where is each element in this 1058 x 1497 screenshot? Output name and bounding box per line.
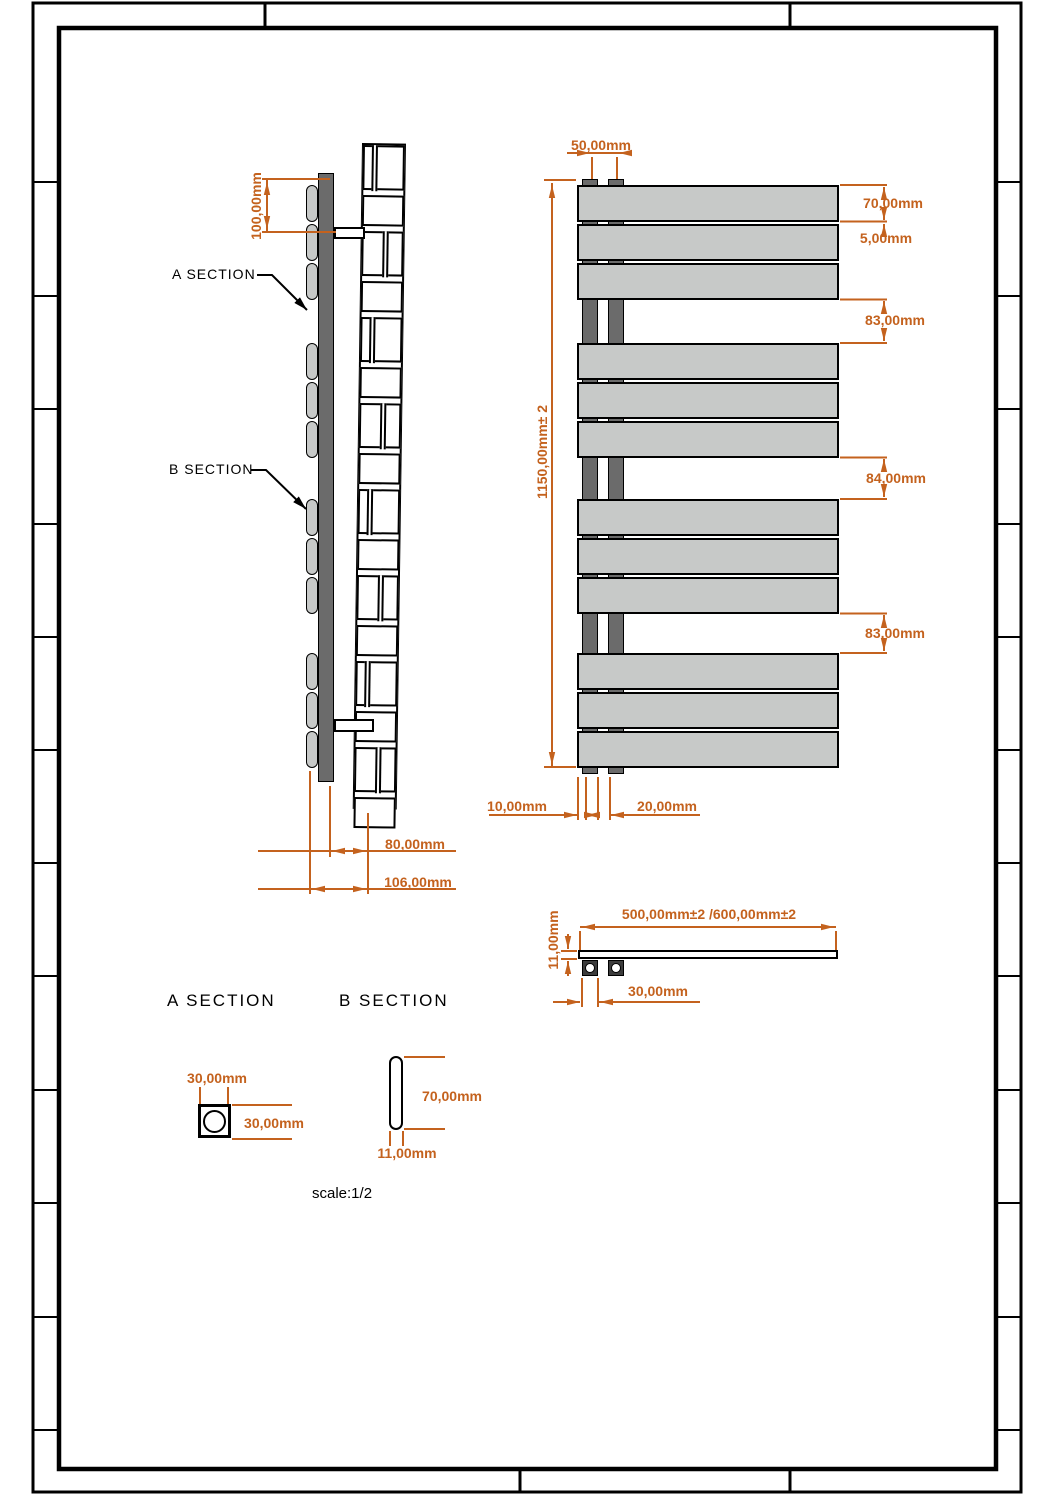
wall-brick: [361, 195, 405, 227]
b-section-detail: [389, 1056, 403, 1130]
scale-note: scale:1/2: [312, 1185, 373, 1202]
side-panel: [306, 185, 318, 222]
dim-a-detail-width: 30,00mm: [187, 1070, 247, 1086]
heading-b-section: B SECTION: [339, 991, 449, 1010]
dim-b-detail-height: 70,00mm: [422, 1088, 482, 1104]
front-panel: [577, 421, 839, 458]
brick-joint: [364, 660, 371, 707]
front-panel: [577, 653, 839, 690]
dim-top-view-thickness: 11,00mm: [545, 910, 561, 970]
side-panel: [306, 343, 318, 380]
wall-brick: [357, 488, 401, 535]
wall-section: [352, 143, 406, 829]
wall-bracket-top: [334, 227, 365, 239]
side-panel: [306, 224, 318, 261]
wall-bracket-bottom: [334, 719, 374, 732]
wall-brick: [353, 746, 397, 793]
brick-joint: [382, 230, 389, 277]
front-panel: [577, 343, 839, 380]
dim-depth-to-wall: 80,00mm: [385, 836, 445, 852]
side-panel: [306, 421, 318, 458]
heading-a-section: A SECTION: [167, 991, 276, 1010]
wall-brick: [356, 574, 399, 621]
wall-brick: [355, 660, 398, 707]
a-section-bore-icon: [203, 1109, 226, 1133]
top-view-pipe-left: [582, 960, 598, 976]
front-panel: [577, 185, 839, 222]
front-panel: [577, 538, 839, 575]
dim-panel-height: 70,00mm: [863, 195, 923, 211]
brick-joint: [368, 316, 376, 363]
side-panel: [306, 538, 318, 575]
front-panel: [577, 263, 839, 300]
dimension-lines: [199, 149, 888, 1146]
callout-a-section: A SECTION: [172, 266, 256, 282]
dim-group-gap-bottom: 83,00mm: [865, 625, 925, 641]
callout-leaders: [251, 274, 308, 510]
brick-joint: [366, 488, 374, 535]
brick-joint: [379, 402, 387, 449]
side-panel: [306, 263, 318, 300]
side-panel: [306, 692, 318, 729]
brick-joint: [374, 746, 382, 793]
front-panel: [577, 382, 839, 419]
pipe-bore-icon: [611, 963, 621, 973]
dim-panel-gap: 5,00mm: [859, 230, 913, 246]
front-panel: [577, 499, 839, 536]
dim-pipe-spacing: 50,00mm: [571, 137, 631, 153]
dim-a-detail-height: 30,00mm: [244, 1115, 304, 1131]
front-panel: [577, 577, 839, 614]
top-view-panel: [578, 950, 838, 959]
top-view-pipe-right: [608, 960, 624, 976]
side-panel: [306, 653, 318, 690]
front-panel: [577, 692, 839, 729]
side-panel: [306, 577, 318, 614]
wall-brick: [359, 366, 402, 399]
front-panel: [577, 731, 839, 768]
pipe-bore-icon: [585, 963, 595, 973]
dim-side-top-offset: 100,00mm: [248, 172, 264, 240]
dim-b-detail-width: 11,00mm: [377, 1145, 437, 1161]
wall-brick: [359, 316, 403, 363]
brick-joint: [377, 574, 384, 621]
dim-bottom-offset-right: 20,00mm: [637, 798, 697, 814]
sheet-frame: [31, 1, 1023, 1494]
dim-width-variants: 500,00mm±2 /600,00mm±2: [621, 906, 797, 922]
brick-joint: [371, 144, 378, 191]
wall-brick: [353, 796, 396, 829]
a-section-detail: [198, 1104, 231, 1138]
front-panel: [577, 224, 839, 261]
wall-brick: [357, 538, 400, 571]
wall-brick: [361, 230, 404, 277]
dim-group-gap-top: 83,00mm: [865, 312, 925, 328]
side-panel: [306, 382, 318, 419]
side-collector-tube: [318, 173, 334, 782]
dim-top-view-pipe: 30,00mm: [628, 983, 688, 999]
dim-group-gap-middle: 84,00mm: [866, 470, 926, 486]
wall-brick: [360, 281, 404, 313]
side-panel: [306, 499, 318, 536]
wall-brick: [358, 452, 401, 485]
dim-bottom-offset-left: 10,00mm: [487, 798, 547, 814]
side-panel: [306, 731, 318, 768]
wall-brick: [355, 624, 399, 657]
wall-brick: [358, 402, 402, 449]
dim-overall-height: 1150,00mm± 2: [534, 404, 550, 500]
wall-brick: [362, 144, 405, 191]
dim-overall-depth: 106,00mm: [384, 874, 452, 890]
callout-b-section: B SECTION: [169, 461, 254, 477]
